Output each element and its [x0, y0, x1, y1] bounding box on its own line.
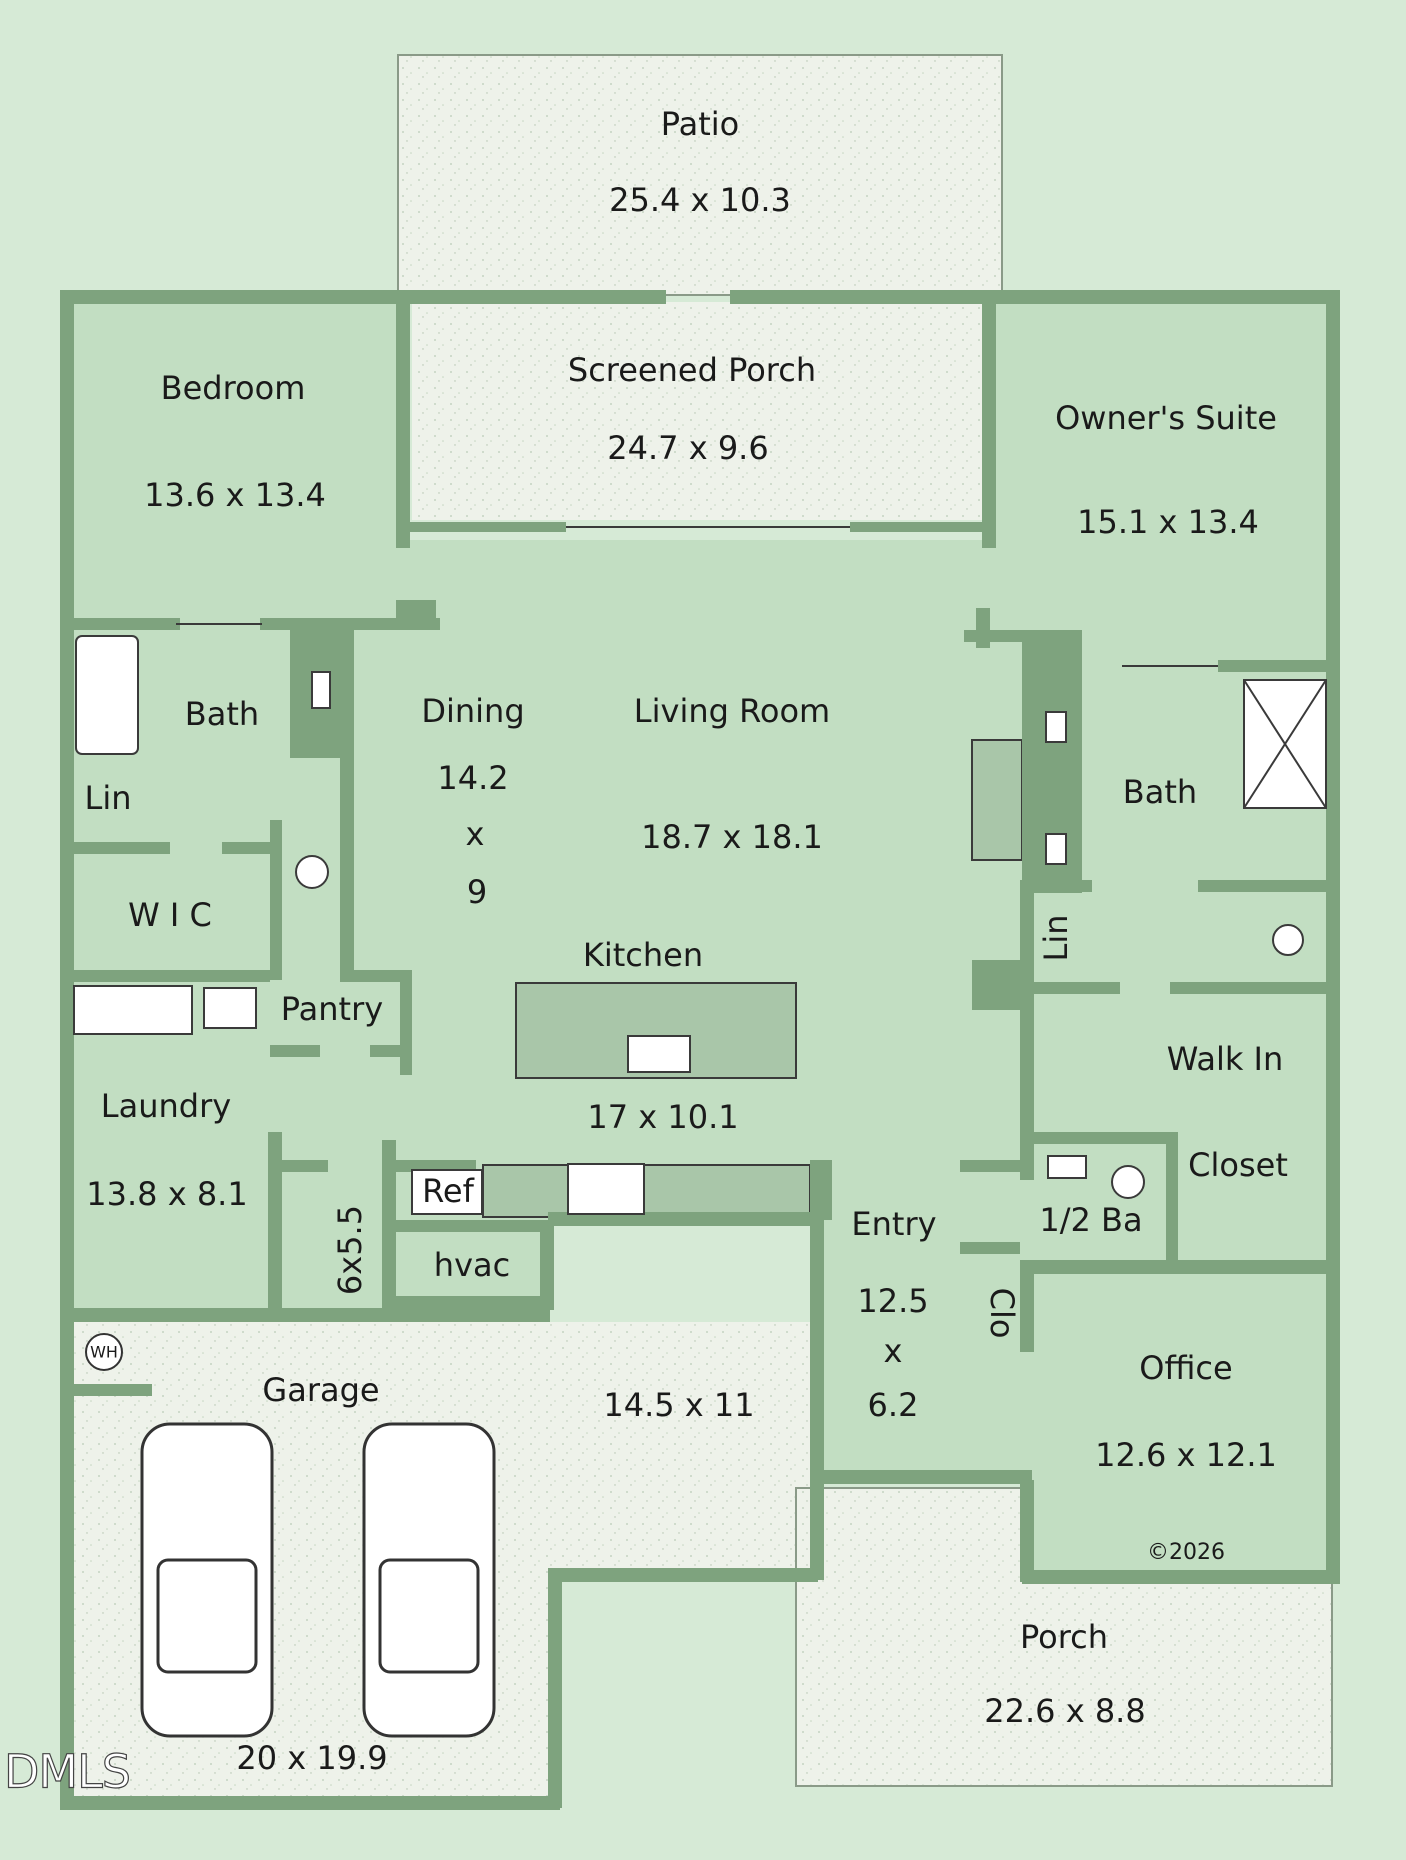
fireplace	[971, 739, 1023, 861]
island-sink	[627, 1035, 691, 1073]
ref-name: Ref	[422, 1172, 474, 1210]
bedroom-dims: 13.6 x 13.4	[144, 476, 326, 514]
toilet-left	[295, 855, 329, 889]
entry-dims-x: x	[884, 1332, 903, 1370]
closet-65-dims: 6x5.5	[331, 1205, 369, 1295]
screened-porch-dims: 24.7 x 9.6	[607, 429, 768, 467]
bathtub-left	[75, 635, 139, 755]
porch-name: Porch	[1020, 1618, 1108, 1656]
living-room-dims: 18.7 x 18.1	[641, 818, 823, 856]
pantry-name: Pantry	[281, 990, 383, 1028]
sliding-doors	[176, 526, 1218, 667]
water-heater-icon	[85, 1333, 123, 1371]
living-room-name: Living Room	[634, 692, 830, 730]
patio-area	[397, 54, 1003, 296]
hvac-name: hvac	[434, 1246, 510, 1284]
garage-name: Garage	[262, 1371, 379, 1409]
kitchen-dims: 17 x 10.1	[587, 1098, 738, 1136]
porch-dims: 22.6 x 8.8	[984, 1692, 1145, 1730]
garage-dims-b: 20 x 19.9	[236, 1739, 387, 1777]
lin-left-name: Lin	[85, 779, 132, 817]
dmls-watermark: DMLS	[4, 1745, 130, 1799]
linen-shelf-left	[311, 671, 331, 709]
patio-name: Patio	[661, 105, 739, 143]
dining-dims-h: 9	[467, 873, 487, 911]
bath-left-name: Bath	[185, 695, 259, 733]
bedroom-name: Bedroom	[161, 369, 306, 407]
entry-name: Entry	[851, 1205, 936, 1243]
ref-box	[411, 1169, 483, 1215]
copyright-text: ©2026	[1147, 1540, 1225, 1565]
laundry-dims: 13.8 x 8.1	[86, 1175, 247, 1213]
office-dims: 12.6 x 12.1	[1095, 1436, 1277, 1474]
screened-porch-name: Screened Porch	[568, 351, 816, 389]
washer-dryer	[73, 985, 193, 1035]
half-bath-toilet	[1111, 1165, 1145, 1199]
vanity-sink-1	[1045, 711, 1067, 743]
kitchen-counter	[482, 1164, 811, 1218]
kitchen-name: Kitchen	[583, 936, 703, 974]
car-right-icon	[362, 1422, 496, 1738]
owners-suite-dims: 15.1 x 13.4	[1077, 503, 1259, 541]
wic-name: W I C	[128, 896, 212, 934]
screened-porch-area	[412, 302, 986, 520]
clo-name: Clo	[983, 1288, 1021, 1339]
range-cooktop	[567, 1163, 645, 1215]
entry-dims-w: 12.5	[857, 1282, 928, 1320]
walk-in-name-2: Closet	[1188, 1146, 1288, 1184]
half-bath-name: 1/2 Ba	[1039, 1201, 1142, 1239]
patio-dims: 25.4 x 10.3	[609, 181, 791, 219]
toilet-right	[1272, 924, 1304, 956]
office-name: Office	[1139, 1349, 1232, 1387]
walk-in-name-1: Walk In	[1167, 1040, 1284, 1078]
laundry-name: Laundry	[101, 1087, 231, 1125]
vanity-sink-2	[1045, 833, 1067, 865]
walls	[60, 290, 1340, 1810]
dining-dims-w: 14.2	[437, 759, 508, 797]
dining-name: Dining	[421, 692, 524, 730]
laundry-sink	[203, 987, 257, 1029]
bath-right-name: Bath	[1123, 773, 1197, 811]
garage-dims-a: 14.5 x 11	[603, 1386, 754, 1424]
owners-suite-name: Owner's Suite	[1055, 399, 1277, 437]
lin-right-name: Lin	[1037, 915, 1075, 962]
dining-dims-x: x	[466, 815, 485, 853]
water-heater-label: WH	[90, 1343, 118, 1362]
car-left-icon	[140, 1422, 274, 1738]
entry-dims-h: 6.2	[868, 1386, 919, 1424]
half-bath-sink	[1047, 1155, 1087, 1179]
